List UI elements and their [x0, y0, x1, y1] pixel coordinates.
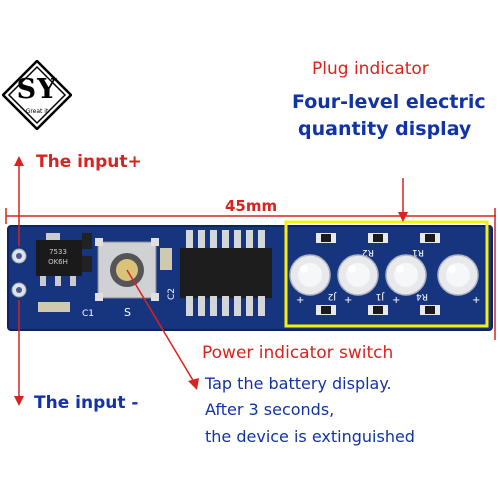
svg-text:+: + [472, 295, 480, 306]
svg-text:R4: R4 [416, 291, 428, 301]
regulator-chip [36, 240, 82, 276]
width-label: 45mm [225, 197, 278, 215]
svg-text:J2: J2 [328, 291, 337, 301]
svg-text:R1: R1 [412, 247, 424, 257]
svg-text:C1: C1 [82, 309, 94, 319]
four-level-label-line2: quantity display [298, 118, 472, 140]
led-3 [385, 254, 427, 296]
display-highlight-box [284, 220, 489, 328]
ic-chip [180, 230, 272, 316]
desc-line-2: After 3 seconds, [205, 400, 335, 419]
input-minus-label: The input - [34, 393, 139, 413]
svg-text:+: + [344, 295, 352, 306]
svg-text:+: + [392, 295, 400, 306]
svg-text:J1: J1 [376, 291, 385, 301]
svg-text:R2: R2 [362, 247, 374, 257]
desc-line-3: the device is extinguished [205, 427, 415, 446]
svg-text:C2: C2 [167, 288, 177, 300]
led-4 [437, 254, 479, 296]
plug-indicator-label: Plug indicator [312, 59, 429, 79]
svg-text:+: + [296, 295, 304, 306]
svg-text:S: S [124, 306, 131, 319]
logo-letters: SY [16, 74, 58, 105]
brand-logo: SY Great it [2, 60, 72, 130]
led-1 [289, 254, 331, 296]
logo-tagline: Great it [25, 108, 49, 115]
four-level-label-line1: Four-level electric [292, 91, 486, 113]
input-plus-label: The input+ [36, 152, 142, 172]
svg-text:OK6H: OK6H [48, 258, 68, 266]
desc-line-1: Tap the battery display. [205, 374, 392, 393]
power-switch-label: Power indicator switch [202, 343, 394, 363]
svg-text:7533: 7533 [49, 248, 67, 256]
led-2 [337, 254, 379, 296]
power-switch-arrow [126, 269, 195, 383]
